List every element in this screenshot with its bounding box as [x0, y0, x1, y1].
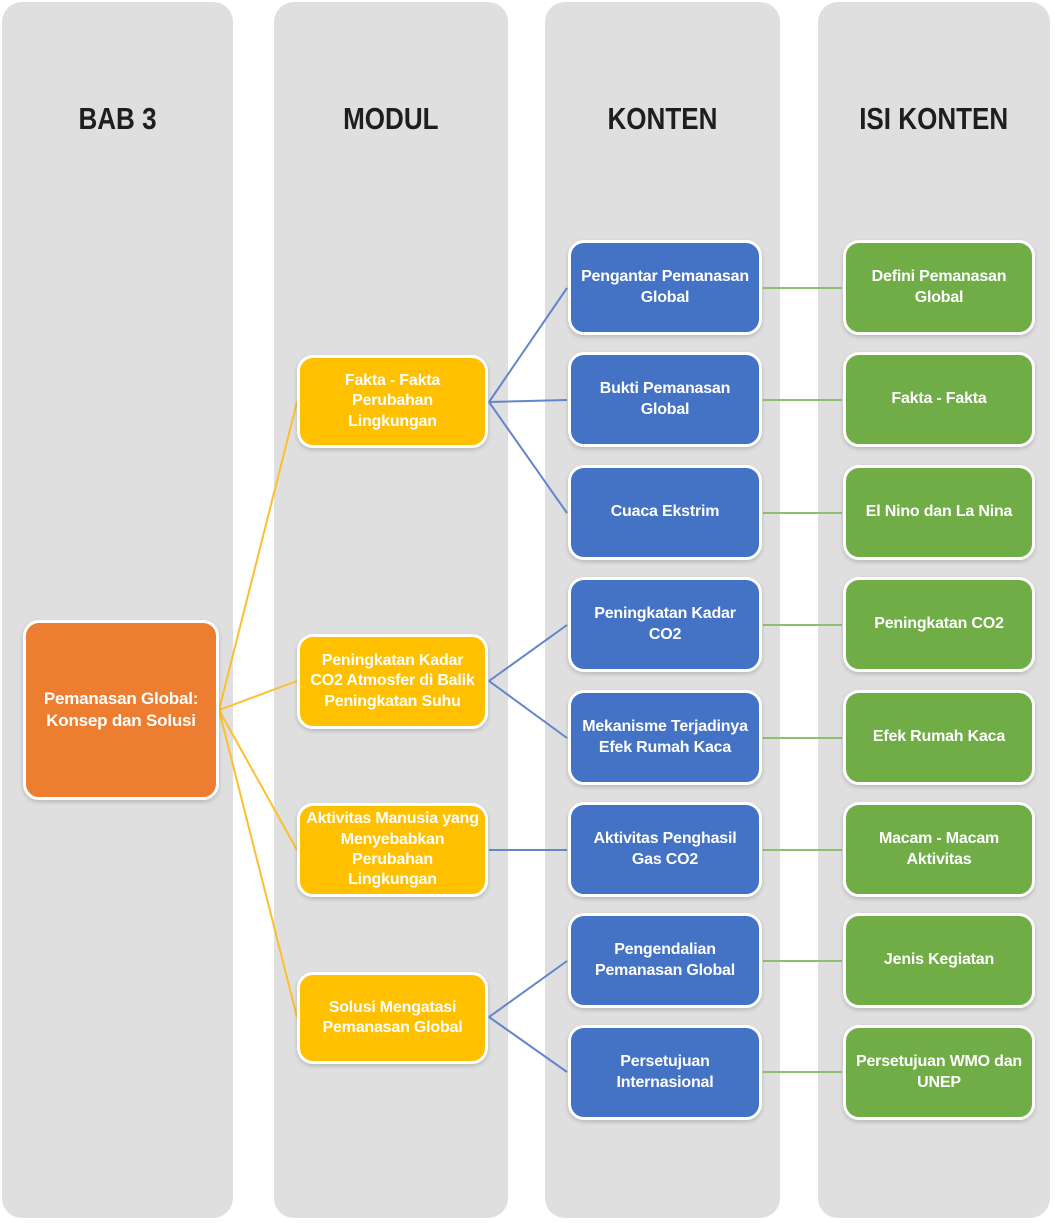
node-modul-2: Peningkatan Kadar CO2 Atmosfer di Balik …	[297, 634, 488, 729]
node-isi-konten-3: El Nino dan La Nina	[843, 465, 1035, 560]
node-modul-3: Aktivitas Manusia yang Menyebabkan Perub…	[297, 803, 488, 897]
node-isi-konten-8: Persetujuan WMO dan UNEP	[843, 1025, 1035, 1120]
node-konten-2: Bukti Pemanasan Global	[568, 352, 762, 447]
node-konten-1: Pengantar Pemanasan Global	[568, 240, 762, 335]
edge-modul2-konten5	[488, 680, 568, 739]
node-isi-konten-6: Macam - Macam Aktivitas	[843, 802, 1035, 897]
node-konten-6: Aktivitas Penghasil Gas CO2	[568, 802, 762, 897]
edge-root-modul-3	[218, 709, 298, 851]
edge-modul1-konten2	[488, 399, 568, 403]
node-modul-1: Fakta - Fakta Perubahan Lingkungan	[297, 355, 488, 448]
node-konten-5: Mekanisme Terjadinya Efek Rumah Kaca	[568, 690, 762, 785]
edge-modul4-konten7	[488, 960, 568, 1018]
column-header-modul: MODUL	[343, 101, 439, 136]
node-isi-konten-7: Jenis Kegiatan	[843, 913, 1035, 1008]
node-isi-konten-1: Defini Pemanasan Global	[843, 240, 1035, 335]
edge-modul1-konten3	[488, 401, 568, 514]
edge-root-modul-4	[218, 709, 298, 1018]
node-konten-8: Persetujuan Internasional	[568, 1025, 762, 1120]
column-header-isi-konten: ISI KONTEN	[859, 101, 1009, 136]
node-konten-7: Pengendalian Pemanasan Global	[568, 913, 762, 1008]
node-isi-konten-5: Efek Rumah Kaca	[843, 690, 1035, 785]
node-bab3-root: Pemanasan Global: Konsep dan Solusi	[23, 620, 219, 800]
column-header-konten: KONTEN	[607, 101, 718, 136]
edge-modul1-konten1	[488, 287, 568, 403]
edge-root-modul-2	[218, 680, 298, 711]
edge-modul2-konten4	[488, 624, 568, 682]
column-bab3-background	[2, 2, 233, 1218]
node-modul-4: Solusi Mengatasi Pemanasan Global	[297, 972, 488, 1064]
edge-modul4-konten8	[488, 1016, 568, 1073]
edge-root-modul-1	[218, 401, 298, 711]
node-isi-konten-4: Peningkatan CO2	[843, 577, 1035, 672]
column-header-bab3: BAB 3	[78, 101, 157, 136]
node-isi-konten-2: Fakta - Fakta	[843, 352, 1035, 447]
node-konten-3: Cuaca Ekstrim	[568, 465, 762, 560]
node-konten-4: Peningkatan Kadar CO2	[568, 577, 762, 672]
